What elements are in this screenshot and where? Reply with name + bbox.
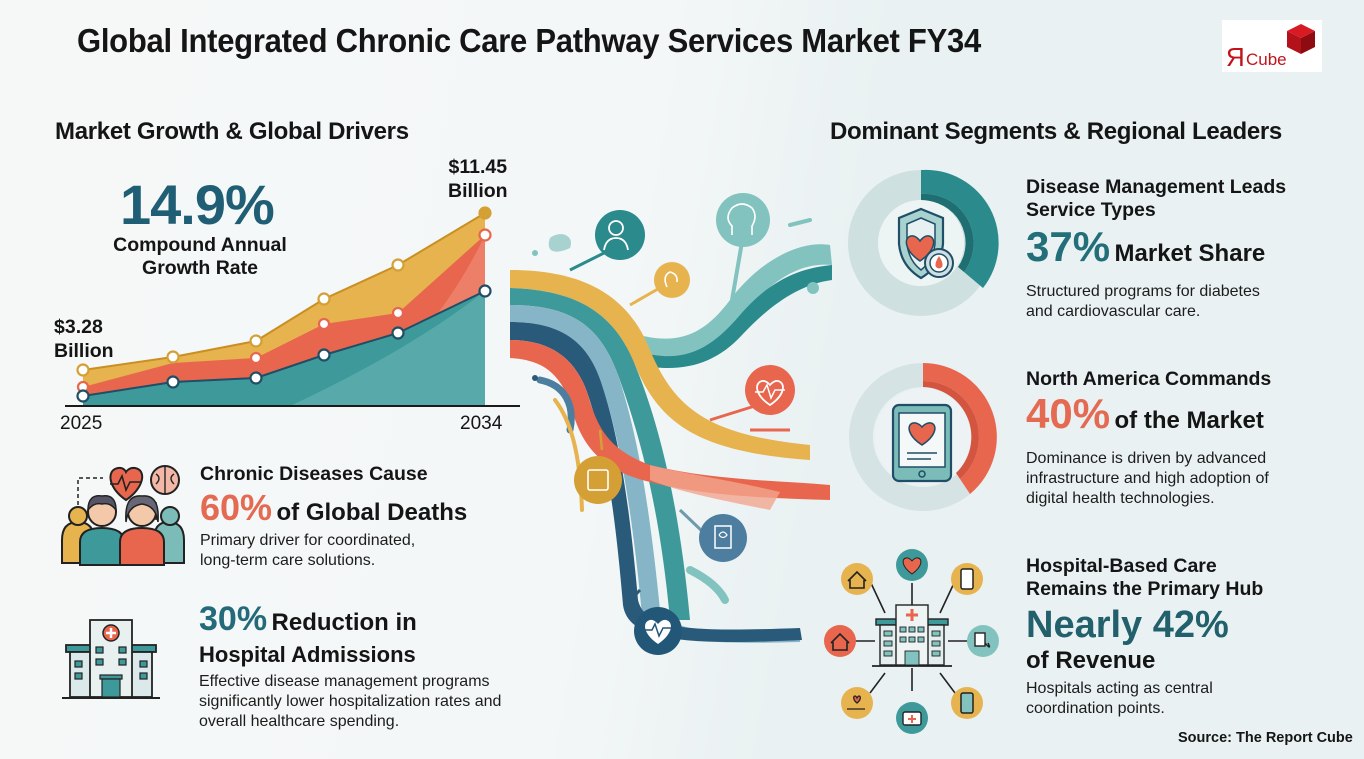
doctor-shield-icon <box>595 210 645 260</box>
page-title: Global Integrated Chronic Care Pathway S… <box>77 22 981 59</box>
hospital-icon <box>62 619 160 699</box>
disease-management-donut <box>848 169 999 316</box>
section-title-right: Dominant Segments & Regional Leaders <box>830 118 1282 145</box>
segment-pct: 40% <box>1026 390 1111 437</box>
people-heart-brain-icon <box>61 465 185 566</box>
segment-description: Structured programs for diabetes and car… <box>1026 283 1260 320</box>
segment-heading: North America Commands <box>1026 368 1272 390</box>
logo-text: Cube <box>1246 50 1287 69</box>
segment-description: Dominance is driven by advanced infrastr… <box>1026 450 1269 507</box>
cagr-value: 14.9% <box>120 173 275 236</box>
segment-hospital-based-care: Hospital-Based Care Remains the Primary … <box>1026 555 1264 717</box>
stat-description: Effective disease management programs si… <box>199 673 502 730</box>
stat-chronic-deaths: Chronic Diseases Cause 60% of Global Dea… <box>200 463 468 569</box>
hospital-network-icon <box>824 549 999 734</box>
section-title-left: Market Growth & Global Drivers <box>55 118 409 145</box>
medication-icon <box>574 456 622 504</box>
segment-heading: Disease Management Leads Service Types <box>1026 176 1287 221</box>
stat-hospital-admissions: 30% Reduction in Hospital Admissions Eff… <box>199 600 502 730</box>
x-axis-start: 2025 <box>60 413 103 434</box>
network-home-node <box>841 563 873 595</box>
network-home-node-2 <box>824 625 856 657</box>
x-axis-end: 2034 <box>460 413 503 434</box>
segment-heading: Hospital-Based Care Remains the Primary … <box>1026 555 1264 600</box>
cagr-label: Compound Annual Growth Rate <box>113 234 287 279</box>
segment-description: Hospitals acting as central coordination… <box>1026 680 1213 717</box>
source-credit: Source: The Report Cube <box>1178 730 1353 746</box>
end-value-label: $11.45 Billion <box>448 156 508 202</box>
logo-mark: R <box>1226 42 1245 72</box>
stat-pct: 30% <box>199 600 268 638</box>
segment-pct: 37% <box>1026 223 1111 270</box>
hand-icon <box>654 262 690 298</box>
segment-north-america: North America Commands 40% of the Market… <box>1026 368 1272 507</box>
cube-icon <box>1287 24 1315 54</box>
heart-pulse-icon <box>745 365 795 415</box>
care-pathway-flow-illustration <box>510 193 832 655</box>
north-america-donut <box>849 363 997 511</box>
segment-disease-management: Disease Management Leads Service Types 3… <box>1026 176 1287 320</box>
segment-pct: Nearly 42% <box>1026 604 1229 646</box>
brand-logo: R Cube <box>1222 20 1322 72</box>
start-value-label: $3.28 Billion <box>54 316 114 362</box>
stat-description: Primary driver for coordinated, long-ter… <box>200 532 416 569</box>
brain-head-icon <box>716 193 770 247</box>
stat-pct: 60% <box>200 487 273 528</box>
market-growth-area-chart <box>65 206 520 407</box>
